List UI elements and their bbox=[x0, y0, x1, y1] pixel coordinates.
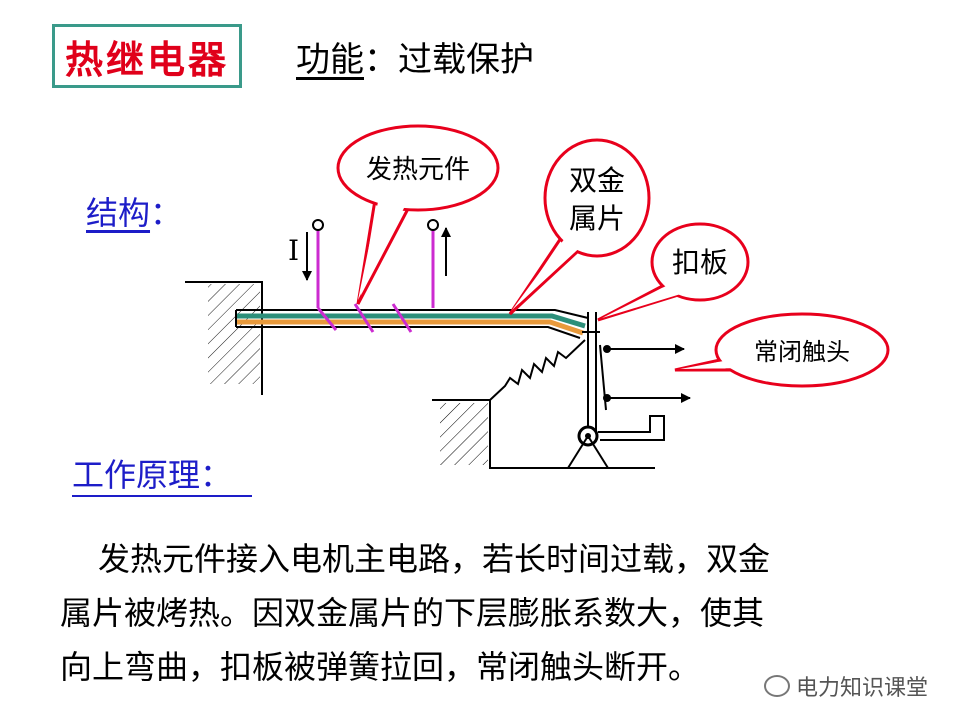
title-box: 热继电器 bbox=[52, 24, 242, 88]
callout-heating-text: 发热元件 bbox=[366, 155, 470, 185]
principle-line-3: 向上弯曲，扣板被弹簧拉回，常闭触头断开。 bbox=[60, 648, 701, 686]
function-colon: ： bbox=[364, 40, 398, 80]
structure-heading: 结构： bbox=[86, 188, 182, 234]
wechat-icon bbox=[763, 675, 790, 697]
function-line: 功能：过载保护 bbox=[296, 32, 534, 81]
principle-paragraph: 发热元件接入电机主电路，若长时间过载，双金 属片被烤热。因双金属片的下层膨胀系数… bbox=[60, 532, 900, 694]
callout-bimetal-line2: 属片 bbox=[569, 202, 625, 235]
principle-line-2: 属片被烤热。因双金属片的下层膨胀系数大，使其 bbox=[60, 594, 765, 632]
callout-heating-element: 发热元件 bbox=[336, 124, 500, 305]
current-arrows: I bbox=[288, 227, 451, 281]
watermark-text: 电力知识课堂 bbox=[795, 676, 928, 701]
structure-label: 结构 bbox=[86, 194, 151, 232]
callout-nc-contact: 常闭触头 bbox=[674, 312, 890, 388]
page-title: 热继电器 bbox=[64, 37, 229, 82]
right-base bbox=[432, 399, 655, 469]
nc-contacts bbox=[603, 344, 691, 403]
spring bbox=[489, 339, 586, 401]
callout-lever-text: 扣板 bbox=[672, 246, 728, 279]
current-label: I bbox=[288, 234, 299, 267]
pivot-mechanism bbox=[567, 415, 665, 469]
terminal-left bbox=[312, 219, 324, 231]
principle-heading: 工作原理： bbox=[72, 455, 253, 497]
terminal-right bbox=[427, 219, 439, 231]
callout-bimetal: 双金 属片 bbox=[508, 138, 651, 316]
lever bbox=[582, 312, 607, 436]
callout-nc-text: 常闭触头 bbox=[754, 338, 850, 366]
heating-element bbox=[312, 219, 439, 333]
watermark: 电力知识课堂 bbox=[763, 670, 928, 702]
callout-lever: 扣板 bbox=[597, 222, 750, 322]
structure-colon: ： bbox=[150, 194, 183, 232]
left-wall bbox=[185, 281, 263, 395]
bimetal-strip bbox=[235, 309, 589, 339]
principle-line-1: 发热元件接入电机主电路，若长时间过载，双金 bbox=[98, 540, 771, 578]
function-text: 过载保护 bbox=[398, 40, 534, 80]
function-label: 功能 bbox=[296, 40, 364, 80]
callout-bimetal-line1: 双金 bbox=[569, 164, 625, 197]
